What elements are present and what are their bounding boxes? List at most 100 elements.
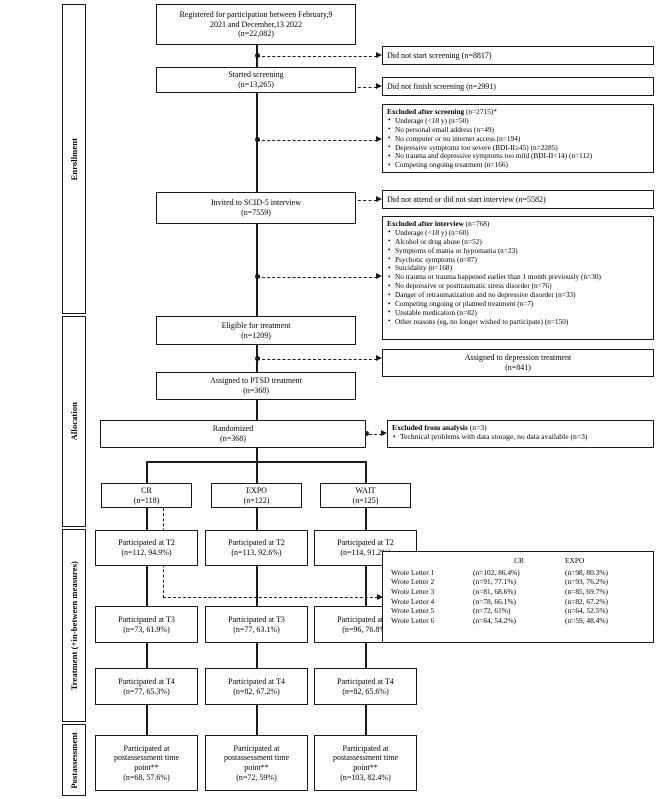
node-assigned-ptsd-line1: Assigned to PTSD treatment [210, 376, 302, 386]
arm-box-expo: EXPO (n=122) [211, 483, 302, 508]
node-assigned-ptsd: Assigned to PTSD treatment (n=368) [156, 372, 356, 400]
letter-row-label: Wrote Letter 3 [391, 586, 435, 596]
node-registered-line2: 2021 and December,13 2022 [209, 19, 303, 29]
dashed-did-not-finish-screening [347, 86, 377, 88]
letter-row-label: Wrote Letter 6 [391, 615, 435, 625]
connector-randomized-stem [256, 448, 258, 462]
junction-dot-assigned-depression [254, 356, 260, 361]
connector-invited-to-eligible [256, 224, 258, 316]
list-item: No computer or no internet access (n=194… [387, 134, 649, 144]
list-item: Suicidality (n=168) [387, 264, 649, 273]
node-registered-line1: Registered for participation between Feb… [179, 9, 333, 19]
letter-row-cr: (n=102, 86.4%) [473, 567, 520, 577]
t2-box-expo: Participated at T2 (n=113, 92.6%) [205, 530, 308, 566]
letter-row-cr: (n=81, 68.6%) [473, 586, 516, 596]
node-assigned-depression-line2: (n=841) [505, 363, 531, 372]
letters-table-box: CR EXPO Wrote Letter 1 (n=102, 86.4%) (n… [382, 551, 654, 643]
t3-wait-label: Participated at T3 [337, 614, 394, 624]
letter-row-cr: (n=78, 66.1%) [473, 596, 516, 606]
excluded-after-screening-header-tail: (n=2715)* [464, 107, 497, 116]
excluded-after-interview-header-bold: Excluded after interview [387, 219, 464, 228]
arm-cr-name: CR [141, 485, 152, 495]
connector-expo-to-t2 [256, 508, 258, 530]
connector-started-to-invited [256, 93, 258, 192]
letter-row-expo: (n=64, 52.5%) [565, 606, 608, 616]
node-excluded-from-analysis: Excluded from analysis (n=3) Technical p… [387, 420, 654, 448]
post-wait-line1: Participated at [342, 743, 389, 753]
list-item: Underage (<18 y) (n=60) [387, 228, 649, 238]
list-item: Unstable medication (n=82) [387, 308, 649, 318]
connector-wait-to-t2 [365, 508, 367, 530]
node-did-not-start-screening: Did not start screening (n=8817) [382, 46, 654, 65]
arm-expo-name: EXPO [246, 485, 267, 495]
letter-row-label: Wrote Letter 4 [391, 596, 435, 606]
t4-box-wait: Participated at T4 (n=82, 65.6%) [314, 668, 417, 705]
letters-table: CR EXPO Wrote Letter 1 (n=102, 86.4%) (n… [391, 556, 653, 625]
t4-wait-label: Participated at T4 [337, 676, 394, 686]
node-excluded-from-analysis-header: Excluded from analysis (n=3) [392, 423, 649, 432]
excluded-after-screening-list: Underage (<18 y) (n=50) No personal emai… [387, 116, 649, 170]
connector-drop-expo [256, 461, 258, 483]
letter-row-expo: (n=59, 48.4%) [565, 615, 608, 625]
node-excluded-after-interview-header: Excluded after interview (n=768) [387, 219, 649, 229]
arm-wait-n: (n=125) [352, 495, 379, 505]
letter-row-label: Wrote Letter 2 [391, 577, 435, 587]
table-row: Wrote Letter 6 (n=64, 54.2%) (n=59, 48.4… [391, 616, 653, 626]
table-row: Wrote Letter 5 (n=72, 61%) (n=64, 52.5%) [391, 606, 653, 616]
t4-wait-n: (n=82, 65.6%) [342, 686, 389, 696]
connector-drop-cr [146, 461, 148, 483]
dashed-did-not-start-screening [257, 55, 377, 57]
node-eligible-line1: Eligible for treatment [221, 320, 291, 330]
node-eligible-line2: (n=1209) [241, 330, 271, 340]
letter-row-label: Wrote Letter 5 [391, 606, 435, 616]
t2-expo-label: Participated at T2 [228, 538, 285, 548]
phase-label-enrollment-text: Enrollment [69, 137, 79, 181]
node-assigned-depression-line1: Assigned to depression treatment [464, 353, 572, 363]
node-randomized-line2: (n=368) [220, 434, 246, 443]
excluded-after-interview-header-tail: (n=768) [463, 219, 490, 228]
node-registered-line3: (n=22,082) [238, 29, 274, 39]
list-item: Psychotic symptoms (n=87) [387, 255, 649, 265]
node-did-not-attend-interview-text: Did not attend or did not start intervie… [387, 194, 546, 204]
list-item: Competing ongoing or planned treatment (… [387, 299, 649, 309]
t4-box-expo: Participated at T4 (n=82, 67.2%) [205, 668, 308, 705]
t2-cr-label: Participated at T2 [118, 538, 175, 548]
arrowhead-excluded-from-analysis [381, 430, 387, 436]
node-invited-scid-line2: (n=7559) [241, 208, 271, 217]
arrowhead-did-not-attend-interview [376, 196, 382, 202]
node-randomized: Randomized (n=368) [100, 420, 366, 448]
table-row: Wrote Letter 3 (n=81, 68.6%) (n=85, 69.7… [391, 587, 653, 597]
connector-cr-t4-to-post [146, 705, 148, 735]
node-assigned-ptsd-line2: (n=368) [243, 386, 269, 395]
t3-cr-n: (n=73, 61.9%) [123, 624, 170, 634]
t3-cr-label: Participated at T3 [118, 614, 175, 624]
connector-cr-to-t2 [146, 508, 148, 530]
t3-expo-label: Participated at T3 [228, 614, 285, 624]
node-did-not-finish-screening-text: Did not finish screening (n=2991) [387, 81, 496, 91]
list-item: Other reasons (eg, no longer wished to p… [387, 317, 649, 327]
post-cr-n: (n=68, 57.6%) [123, 772, 170, 782]
list-item: Alcohol or drug abuse (n=52) [387, 237, 649, 247]
arm-expo-n: (n=122) [243, 495, 270, 505]
node-excluded-after-screening: Excluded after screening (n=2715)* Under… [382, 104, 654, 173]
junction-dot-excluded-after-screening [254, 137, 260, 142]
junction-dot-excluded-after-interview [254, 274, 260, 279]
arrowhead-did-not-start-screening [376, 52, 382, 58]
list-item: Competing ongoing treatment (n=166) [387, 160, 649, 170]
table-row: Wrote Letter 2 (n=91, 77.1%) (n=93, 76.2… [391, 577, 653, 587]
t4-expo-label: Participated at T4 [228, 676, 285, 686]
letters-table-header-expo: EXPO [565, 556, 585, 565]
phase-label-allocation-text: Allocation [69, 402, 79, 441]
t2-cr-n: (n=112, 94.9%) [121, 548, 172, 557]
connector-expo-t2-to-t3 [256, 566, 258, 606]
t3-box-cr: Participated at T3 (n=73, 61.9%) [95, 606, 198, 643]
list-item: Technical problems with data storage, no… [392, 432, 649, 442]
table-row: Wrote Letter 4 (n=78, 66.1%) (n=82, 67.2… [391, 597, 653, 607]
arrowhead-excluded-after-screening [376, 136, 382, 142]
node-started-screening-line2: (n=13,265) [238, 80, 274, 89]
phase-label-postassessment: Postassessment [62, 724, 86, 796]
t2-box-cr: Participated at T2 (n=112, 94.9%) [95, 530, 198, 566]
list-item: No personal email address (n=49) [387, 125, 649, 135]
t2-wait-n: (n=114, 91.2%) [340, 548, 391, 557]
